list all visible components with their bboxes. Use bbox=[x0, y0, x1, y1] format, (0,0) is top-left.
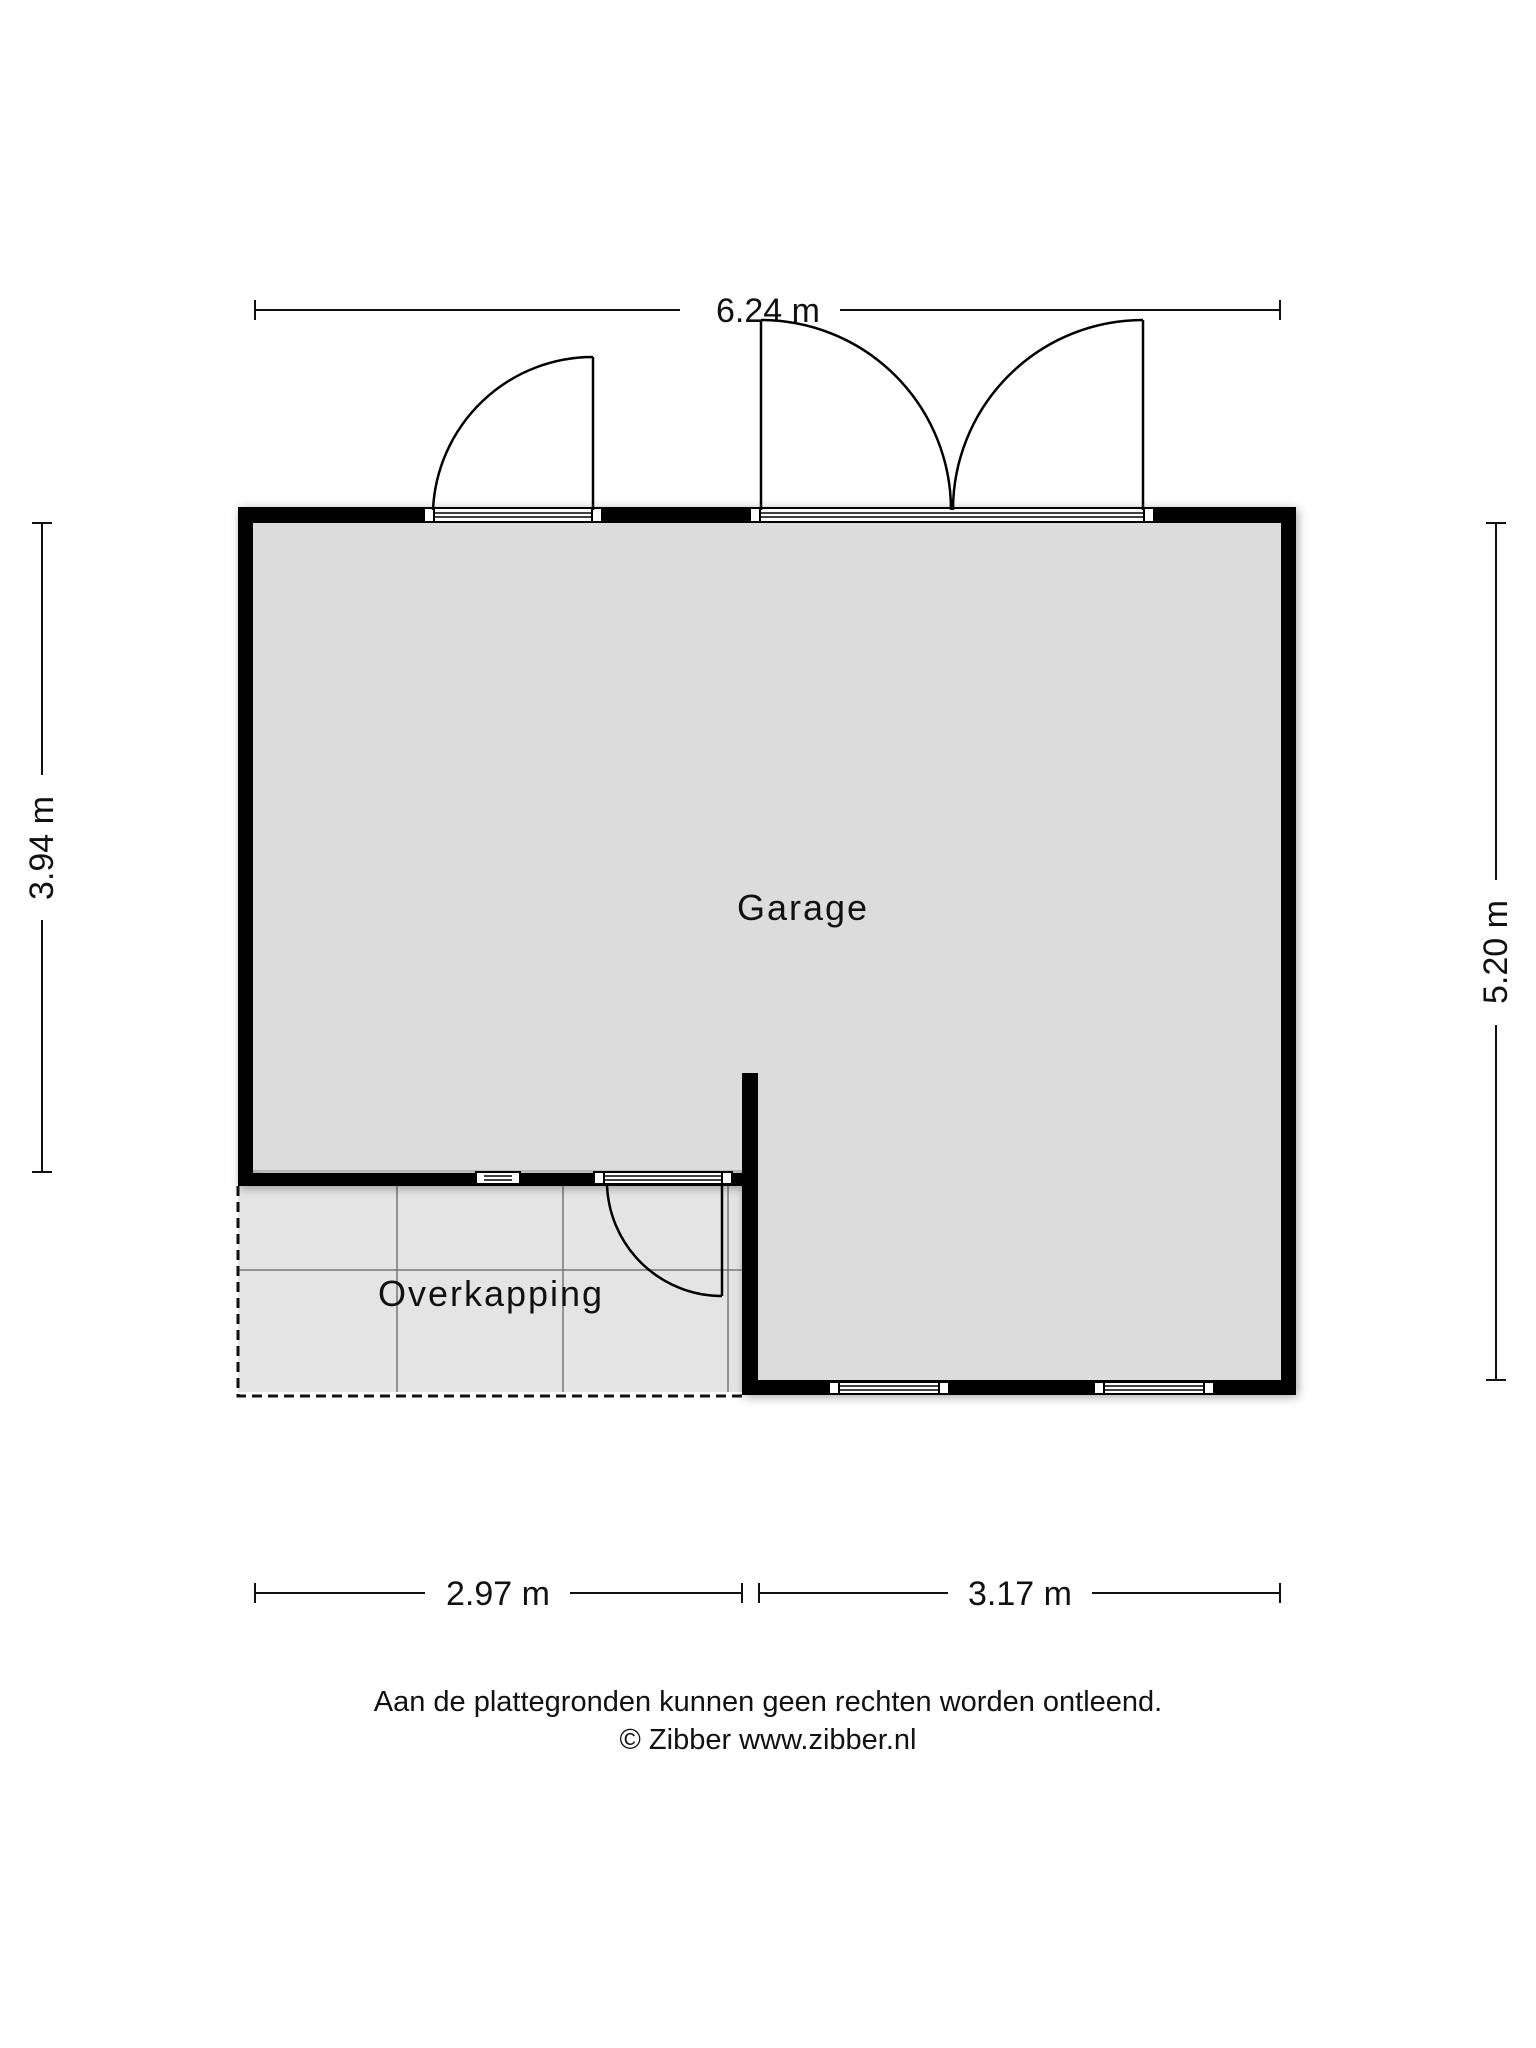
overkapping-floor bbox=[238, 1180, 746, 1392]
overkapping-area bbox=[236, 1180, 746, 1398]
door-swing-arc-right bbox=[951, 318, 1144, 511]
door-swing-arc bbox=[605, 1183, 723, 1298]
inner-window-small bbox=[475, 1171, 521, 1185]
top-double-door bbox=[749, 318, 1155, 523]
room-label-garage: Garage bbox=[737, 887, 869, 928]
door-swing-arc bbox=[431, 355, 594, 511]
garage-floor bbox=[246, 519, 1289, 1383]
overkapping-beams bbox=[238, 1186, 746, 1392]
dimension-bottom-right-label: 3.17 m bbox=[968, 1575, 1072, 1613]
room-label-overkapping: Overkapping bbox=[378, 1273, 604, 1314]
disclaimer-text: Aan de plattegronden kunnen geen rechten… bbox=[373, 1686, 1163, 1718]
dimension-top-label: 6.24 m bbox=[716, 292, 820, 330]
inner-door bbox=[593, 1171, 733, 1298]
dimension-bottom-right: 3.17 m bbox=[758, 1575, 1281, 1613]
top-door-small bbox=[423, 355, 603, 523]
bottom-window-left bbox=[828, 1381, 950, 1395]
door-swing-arc-left bbox=[760, 318, 953, 511]
dimension-left: 3.94 m bbox=[23, 522, 61, 1173]
dimension-top: 6.24 m bbox=[254, 292, 1281, 330]
bottom-window-right bbox=[1093, 1381, 1215, 1395]
copyright-text: © Zibber www.zibber.nl bbox=[619, 1724, 917, 1756]
dimension-bottom-left-label: 2.97 m bbox=[446, 1575, 550, 1613]
dimension-right: 5.20 m bbox=[1477, 522, 1515, 1381]
partition-wall bbox=[742, 1073, 758, 1186]
dimension-left-label: 3.94 m bbox=[23, 796, 61, 900]
overkapping-dashed-outline bbox=[236, 1186, 746, 1398]
dimension-right-label: 5.20 m bbox=[1477, 900, 1515, 1004]
dimension-bottom-left: 2.97 m bbox=[254, 1575, 743, 1613]
